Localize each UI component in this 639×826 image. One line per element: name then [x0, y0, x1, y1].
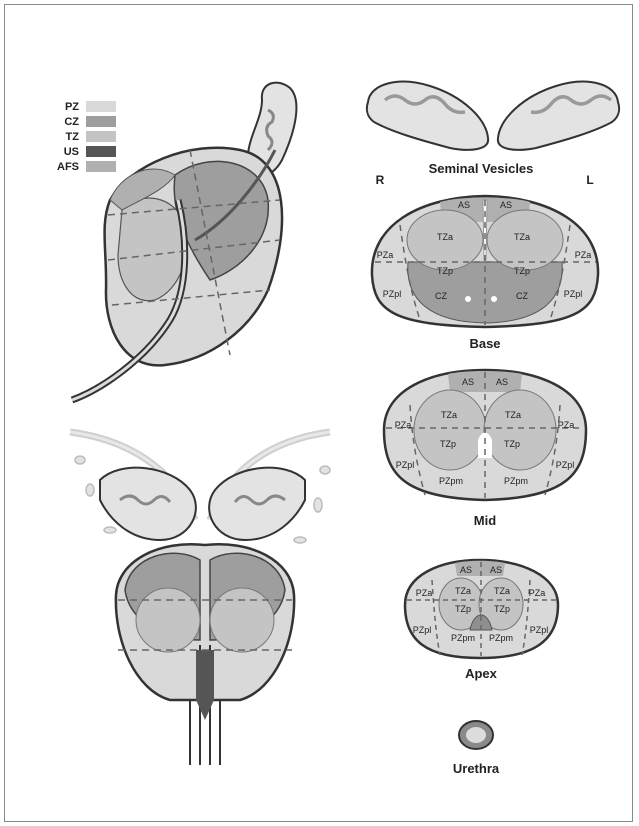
legend-label-us: US	[64, 146, 79, 158]
base-duct-right	[465, 296, 471, 302]
sagittal-view	[72, 83, 296, 400]
apex-label-tzp-left: TZp	[494, 604, 510, 614]
urethra-section: Urethra	[453, 721, 500, 776]
legend-label-cz: CZ	[64, 116, 79, 128]
side-label-right: R	[376, 173, 385, 187]
seminal-vesicles-view: Seminal Vesicles R L	[367, 82, 619, 187]
base-label-tzp-left: TZp	[514, 266, 530, 276]
base-label-cz-left: CZ	[516, 291, 528, 301]
mid-label-pzpm-left: PZpm	[504, 476, 528, 486]
legend-label-tz: TZ	[66, 131, 80, 143]
apex-label-as-left: AS	[490, 565, 502, 575]
urethra-lumen	[466, 727, 486, 743]
side-label-left: L	[586, 173, 593, 187]
legend-label-pz: PZ	[65, 101, 79, 113]
legend-swatch-pz	[86, 101, 116, 112]
base-label-tza-left: TZa	[514, 232, 530, 242]
urethra-caption: Urethra	[453, 761, 500, 776]
apex-label-tza-left: TZa	[494, 586, 510, 596]
base-duct-left	[491, 296, 497, 302]
mid-label-pzpl-right: PZpl	[396, 460, 415, 470]
base-label-pzpl-right: PZpl	[383, 289, 402, 299]
legend-swatch-cz	[86, 116, 116, 127]
coronal-transition-zone-right	[210, 588, 274, 652]
coronal-view	[70, 432, 330, 765]
apex-label-as-right: AS	[460, 565, 472, 575]
legend-swatch-us	[86, 146, 116, 157]
mid-tz-right	[414, 390, 486, 470]
mid-label-pza-right: PZa	[395, 420, 412, 430]
apex-label-pzpm-left: PZpm	[489, 633, 513, 643]
apex-label-pza-left: PZa	[529, 588, 546, 598]
mid-label-pzpm-right: PZpm	[439, 476, 463, 486]
mid-tz-left	[484, 390, 556, 470]
mid-label-pzpl-left: PZpl	[556, 460, 575, 470]
apex-caption: Apex	[465, 666, 498, 681]
base-label-tza-right: TZa	[437, 232, 453, 242]
apex-label-tza-right: TZa	[455, 586, 471, 596]
legend-swatch-afs	[86, 161, 116, 172]
legend-swatch-tz	[86, 131, 116, 142]
coronal-transition-zone-left	[136, 588, 200, 652]
base-label-pzpl-left: PZpl	[564, 289, 583, 299]
apex-section: AS AS TZa TZa PZa PZa TZp TZp PZpl PZpl …	[405, 560, 558, 681]
base-label-as-right: AS	[458, 200, 470, 210]
base-caption: Base	[469, 336, 500, 351]
apex-label-tzp-right: TZp	[455, 604, 471, 614]
mid-label-tzp-right: TZp	[440, 439, 456, 449]
seminal-vesicles-caption: Seminal Vesicles	[429, 161, 534, 176]
mid-label-tzp-left: TZp	[504, 439, 520, 449]
base-label-tzp-right: TZp	[437, 266, 453, 276]
legend: PZ CZ TZ US AFS	[57, 101, 116, 173]
apex-label-pzpm-right: PZpm	[451, 633, 475, 643]
apex-label-pzpl-left: PZpl	[530, 625, 549, 635]
apex-label-pza-right: PZa	[416, 588, 433, 598]
mid-section: AS AS TZa TZa PZa PZa TZp TZp PZpl PZpl …	[384, 370, 586, 528]
mid-caption: Mid	[474, 513, 496, 528]
mid-label-pza-left: PZa	[558, 420, 575, 430]
base-label-pza-right: PZa	[377, 250, 394, 260]
mid-label-tza-right: TZa	[441, 410, 457, 420]
apex-label-pzpl-right: PZpl	[413, 625, 432, 635]
base-section: AS AS TZa TZa PZa PZa TZp TZp PZpl PZpl …	[372, 196, 598, 351]
mid-label-as-left: AS	[496, 377, 508, 387]
base-label-pza-left: PZa	[575, 250, 592, 260]
legend-label-afs: AFS	[57, 161, 79, 173]
base-label-as-left: AS	[500, 200, 512, 210]
seminal-vesicle-left-shape	[498, 82, 619, 150]
mid-label-tza-left: TZa	[505, 410, 521, 420]
base-midline-cleft	[483, 200, 487, 260]
coronal-urethral-sphincter	[196, 650, 214, 720]
base-label-cz-right: CZ	[435, 291, 447, 301]
seminal-vesicle-right-shape	[367, 82, 488, 150]
mid-label-as-right: AS	[462, 377, 474, 387]
